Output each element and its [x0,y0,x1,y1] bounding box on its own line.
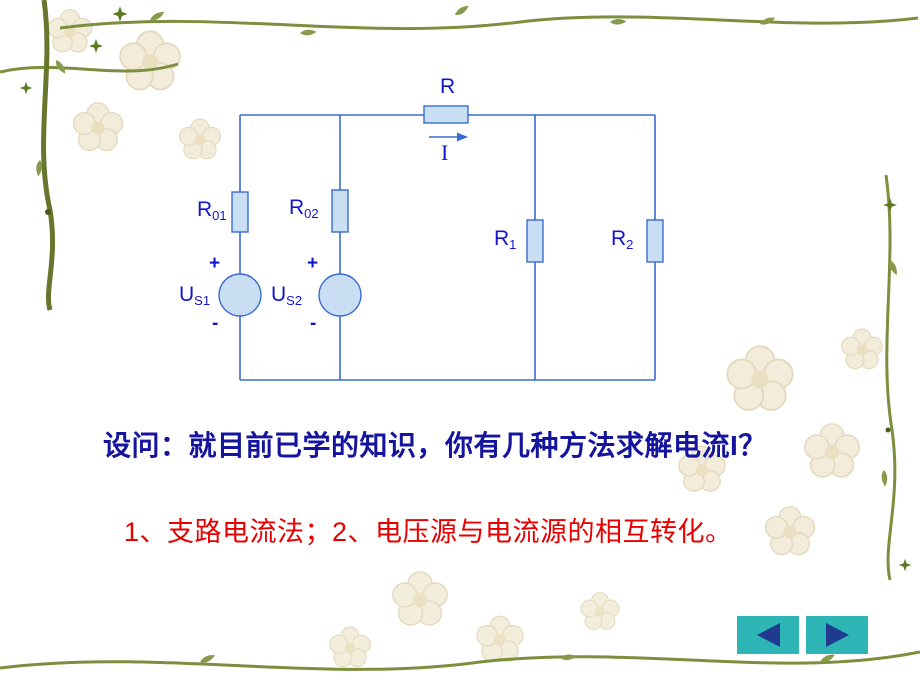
minus-sign-US2: - [310,313,317,334]
resistor-R2-body [646,219,664,263]
nav-back-button[interactable] [737,616,799,654]
resistor-R01-body [231,191,249,233]
plus-sign-US2: + [307,253,319,274]
forward-arrow-icon [825,623,849,647]
label-resistor-R01: R01 [197,199,227,222]
label-resistor-R: R [440,75,456,98]
label-text: R [494,227,510,250]
nav-forward-button[interactable] [806,616,868,654]
plus-sign-US1: + [209,253,221,274]
label-text: U [271,283,287,306]
vine-stalk-left [41,0,55,311]
resistor-R-body [423,105,469,124]
label-source-US2: US2 [271,284,302,307]
label-subscript: 01 [212,208,227,223]
resistor-R02-body [331,189,349,233]
voltage-source-US2-body [318,273,362,317]
label-text: U [179,283,195,306]
minus-sign-US1: - [212,313,219,334]
label-text: R [611,227,627,250]
label-current-I: I [441,140,449,165]
label-subscript: S1 [194,293,211,308]
label-resistor-R1: R1 [494,228,516,251]
label-resistor-R2: R2 [611,228,633,251]
label-subscript: 02 [304,206,319,221]
question-text: 设问：就目前已学的知识，你有几种方法求解电流I？ [103,430,767,461]
label-source-US1: US1 [179,284,210,307]
answer-text: 1、支路电流法；2、电压源与电流源的相互转化。 [124,517,733,547]
label-text: R [289,196,305,219]
vine-lines [0,15,920,671]
voltage-source-US1-body [218,273,262,317]
back-arrow-icon [756,623,780,647]
label-resistor-R02: R02 [289,197,319,220]
current-arrow [429,132,468,142]
vine-sparkles [19,6,912,572]
label-subscript: 2 [626,237,634,252]
label-text: R [197,198,213,221]
slide-navigation [737,616,868,654]
label-subscript: 1 [509,237,517,252]
label-subscript: S2 [286,293,303,308]
resistor-R1-body [526,219,544,263]
